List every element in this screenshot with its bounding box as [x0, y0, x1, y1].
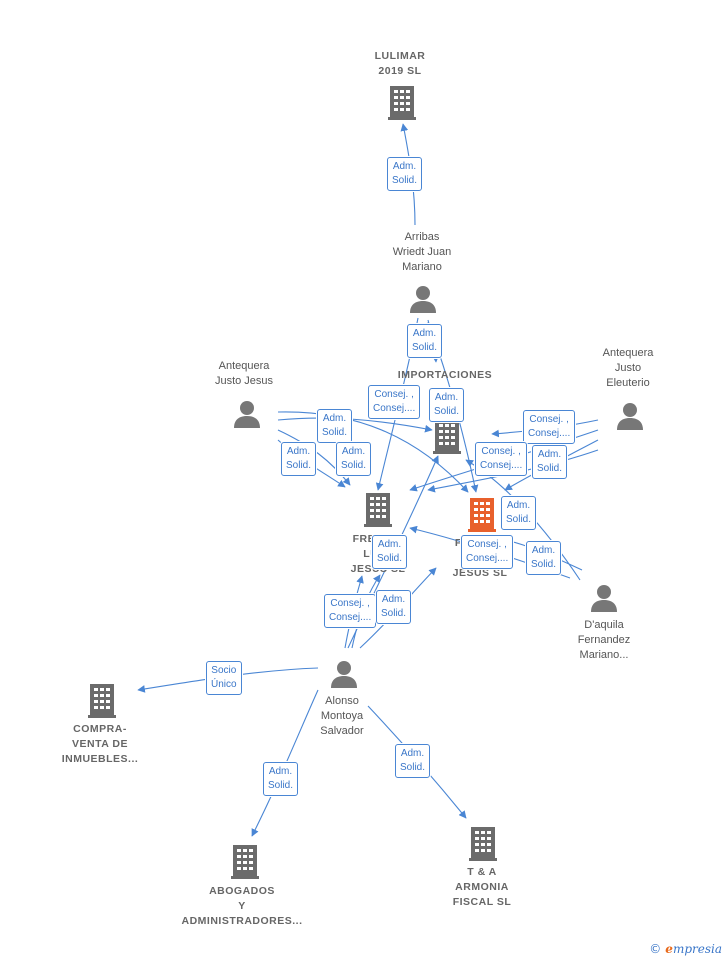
building-icon[interactable]	[231, 845, 259, 879]
copyright-icon: ©	[649, 942, 662, 956]
building-icon[interactable]	[469, 827, 497, 861]
company-label: COMPRA- VENTA DE INMUEBLES...	[61, 723, 139, 765]
edge-aj-francis	[277, 411, 469, 493]
edge-aj-importaciones	[277, 417, 433, 433]
person-label: Antequera Justo Jesus	[214, 360, 274, 387]
company-lulimar[interactable]: LULIMAR 2019 SL	[350, 49, 450, 79]
person-icon[interactable]	[590, 584, 618, 612]
person-antequera-eleuterio[interactable]: Antequera Justo Eleuterio	[578, 346, 678, 391]
relation-label[interactable]: Adm. Solid.	[317, 409, 353, 443]
relation-label[interactable]: Adm. Solid.	[387, 157, 423, 191]
person-antequera-jesus[interactable]: Antequera Justo Jesus	[194, 359, 294, 389]
relation-label[interactable]: Adm. Solid.	[372, 535, 408, 569]
relation-label[interactable]: Consej. , Consej....	[475, 442, 528, 476]
building-icon[interactable]	[388, 86, 416, 120]
company-label: ABOGADOS Y ADMINISTRADORES...	[181, 885, 303, 927]
relation-label[interactable]: Adm. Solid.	[532, 445, 568, 479]
relation-label[interactable]: Adm. Solid.	[395, 744, 431, 778]
person-label: Alonso Montoya Salvador	[320, 695, 364, 737]
relation-label[interactable]: Consej. , Consej....	[523, 410, 576, 444]
brand-name: mpresia	[672, 942, 722, 956]
company-label: LULIMAR 2019 SL	[374, 50, 426, 77]
building-icon[interactable]	[364, 493, 392, 527]
brand-initial: e	[665, 942, 673, 956]
focus-building-icon[interactable]	[468, 498, 496, 532]
relation-label[interactable]: Consej. , Consej....	[461, 535, 514, 569]
company-compraventa[interactable]: COMPRA- VENTA DE INMUEBLES...	[50, 722, 150, 767]
building-icon[interactable]	[88, 684, 116, 718]
empresia-logo: ©empresia	[649, 942, 722, 956]
company-tya[interactable]: T & A ARMONIA FISCAL SL	[432, 865, 532, 910]
building-icon[interactable]	[433, 420, 461, 454]
relation-label[interactable]: Consej. , Consej....	[324, 594, 377, 628]
company-label: T & A ARMONIA FISCAL SL	[452, 866, 512, 908]
company-abogados[interactable]: ABOGADOS Y ADMINISTRADORES...	[172, 884, 312, 929]
person-label: Arribas Wriedt Juan Mariano	[392, 231, 452, 273]
person-label: D'aquila Fernandez Mariano...	[577, 619, 631, 661]
person-icon[interactable]	[409, 285, 437, 313]
edge-alonso-abogados	[251, 689, 319, 837]
edge-aj-freidor	[277, 429, 351, 486]
relation-label[interactable]: Adm. Solid.	[526, 541, 562, 575]
person-icon[interactable]	[330, 660, 358, 688]
person-alonso[interactable]: Alonso Montoya Salvador	[292, 694, 392, 739]
relation-label[interactable]: Adm. Solid.	[501, 496, 537, 530]
relation-label[interactable]: Socio Único	[206, 661, 242, 695]
relation-label[interactable]: Consej. , Consej....	[368, 385, 421, 419]
person-arribas[interactable]: Arribas Wriedt Juan Mariano	[372, 230, 472, 275]
person-daquila[interactable]: D'aquila Fernandez Mariano...	[554, 618, 654, 663]
relation-label[interactable]: Adm. Solid.	[281, 442, 317, 476]
relation-label[interactable]: Adm. Solid.	[376, 590, 412, 624]
person-icon[interactable]	[616, 402, 644, 430]
relation-label[interactable]: Adm. Solid.	[429, 388, 465, 422]
person-icon[interactable]	[233, 400, 261, 428]
relation-label[interactable]: Adm. Solid.	[407, 324, 443, 358]
person-label: Antequera Justo Eleuterio	[602, 347, 654, 389]
relation-label[interactable]: Adm. Solid.	[336, 442, 372, 476]
relation-label[interactable]: Adm. Solid.	[263, 762, 299, 796]
